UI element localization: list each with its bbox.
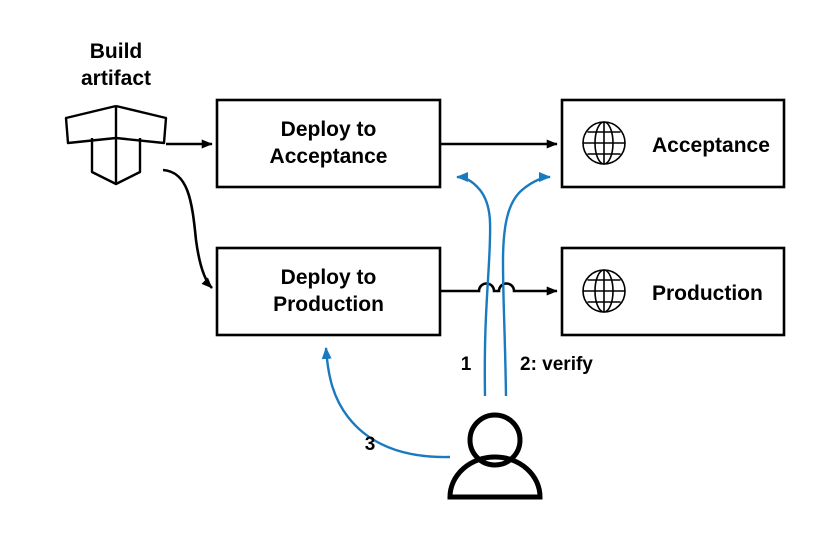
node-deploy-to-acceptance-rect[interactable] — [215, 98, 442, 189]
person-icon — [447, 412, 543, 500]
node-deploy-to-acceptance[interactable]: Deploy to Acceptance — [215, 98, 442, 189]
box-icon — [64, 104, 168, 186]
edge-artifact-to-deploy-production — [162, 168, 213, 289]
node-deploy-to-production-label-line2: Production — [273, 293, 384, 316]
build-artifact-caption-line1: Build — [90, 40, 143, 63]
edge-step2-actor-to-acceptance — [501, 172, 551, 397]
node-deploy-to-production-label-line1: Deploy to — [281, 266, 377, 289]
node-production[interactable]: Production — [560, 246, 786, 337]
globe-icon — [582, 269, 626, 313]
node-deploy-to-production-rect[interactable] — [215, 246, 442, 337]
edge-step3-actor-to-deploy-production — [321, 347, 451, 459]
step-label-3: 3 — [365, 434, 376, 455]
globe-icon — [582, 121, 626, 165]
node-acceptance[interactable]: Acceptance — [560, 98, 786, 189]
edge-step1-actor-to-deploy-acceptance — [456, 172, 492, 397]
node-deploy-to-acceptance-label-line1: Deploy to — [281, 118, 377, 141]
step-label-2: 2: verify — [520, 354, 593, 375]
node-production-label: Production — [652, 282, 763, 305]
build-artifact-caption: Build artifact — [81, 40, 151, 90]
edge-deploy-production-to-production — [440, 282, 558, 296]
node-acceptance-label: Acceptance — [652, 134, 770, 157]
node-deploy-to-acceptance-label-line2: Acceptance — [270, 145, 388, 168]
step-label-1: 1 — [461, 354, 472, 375]
build-artifact-caption-line2: artifact — [81, 67, 151, 90]
node-deploy-to-production[interactable]: Deploy to Production — [215, 246, 442, 337]
